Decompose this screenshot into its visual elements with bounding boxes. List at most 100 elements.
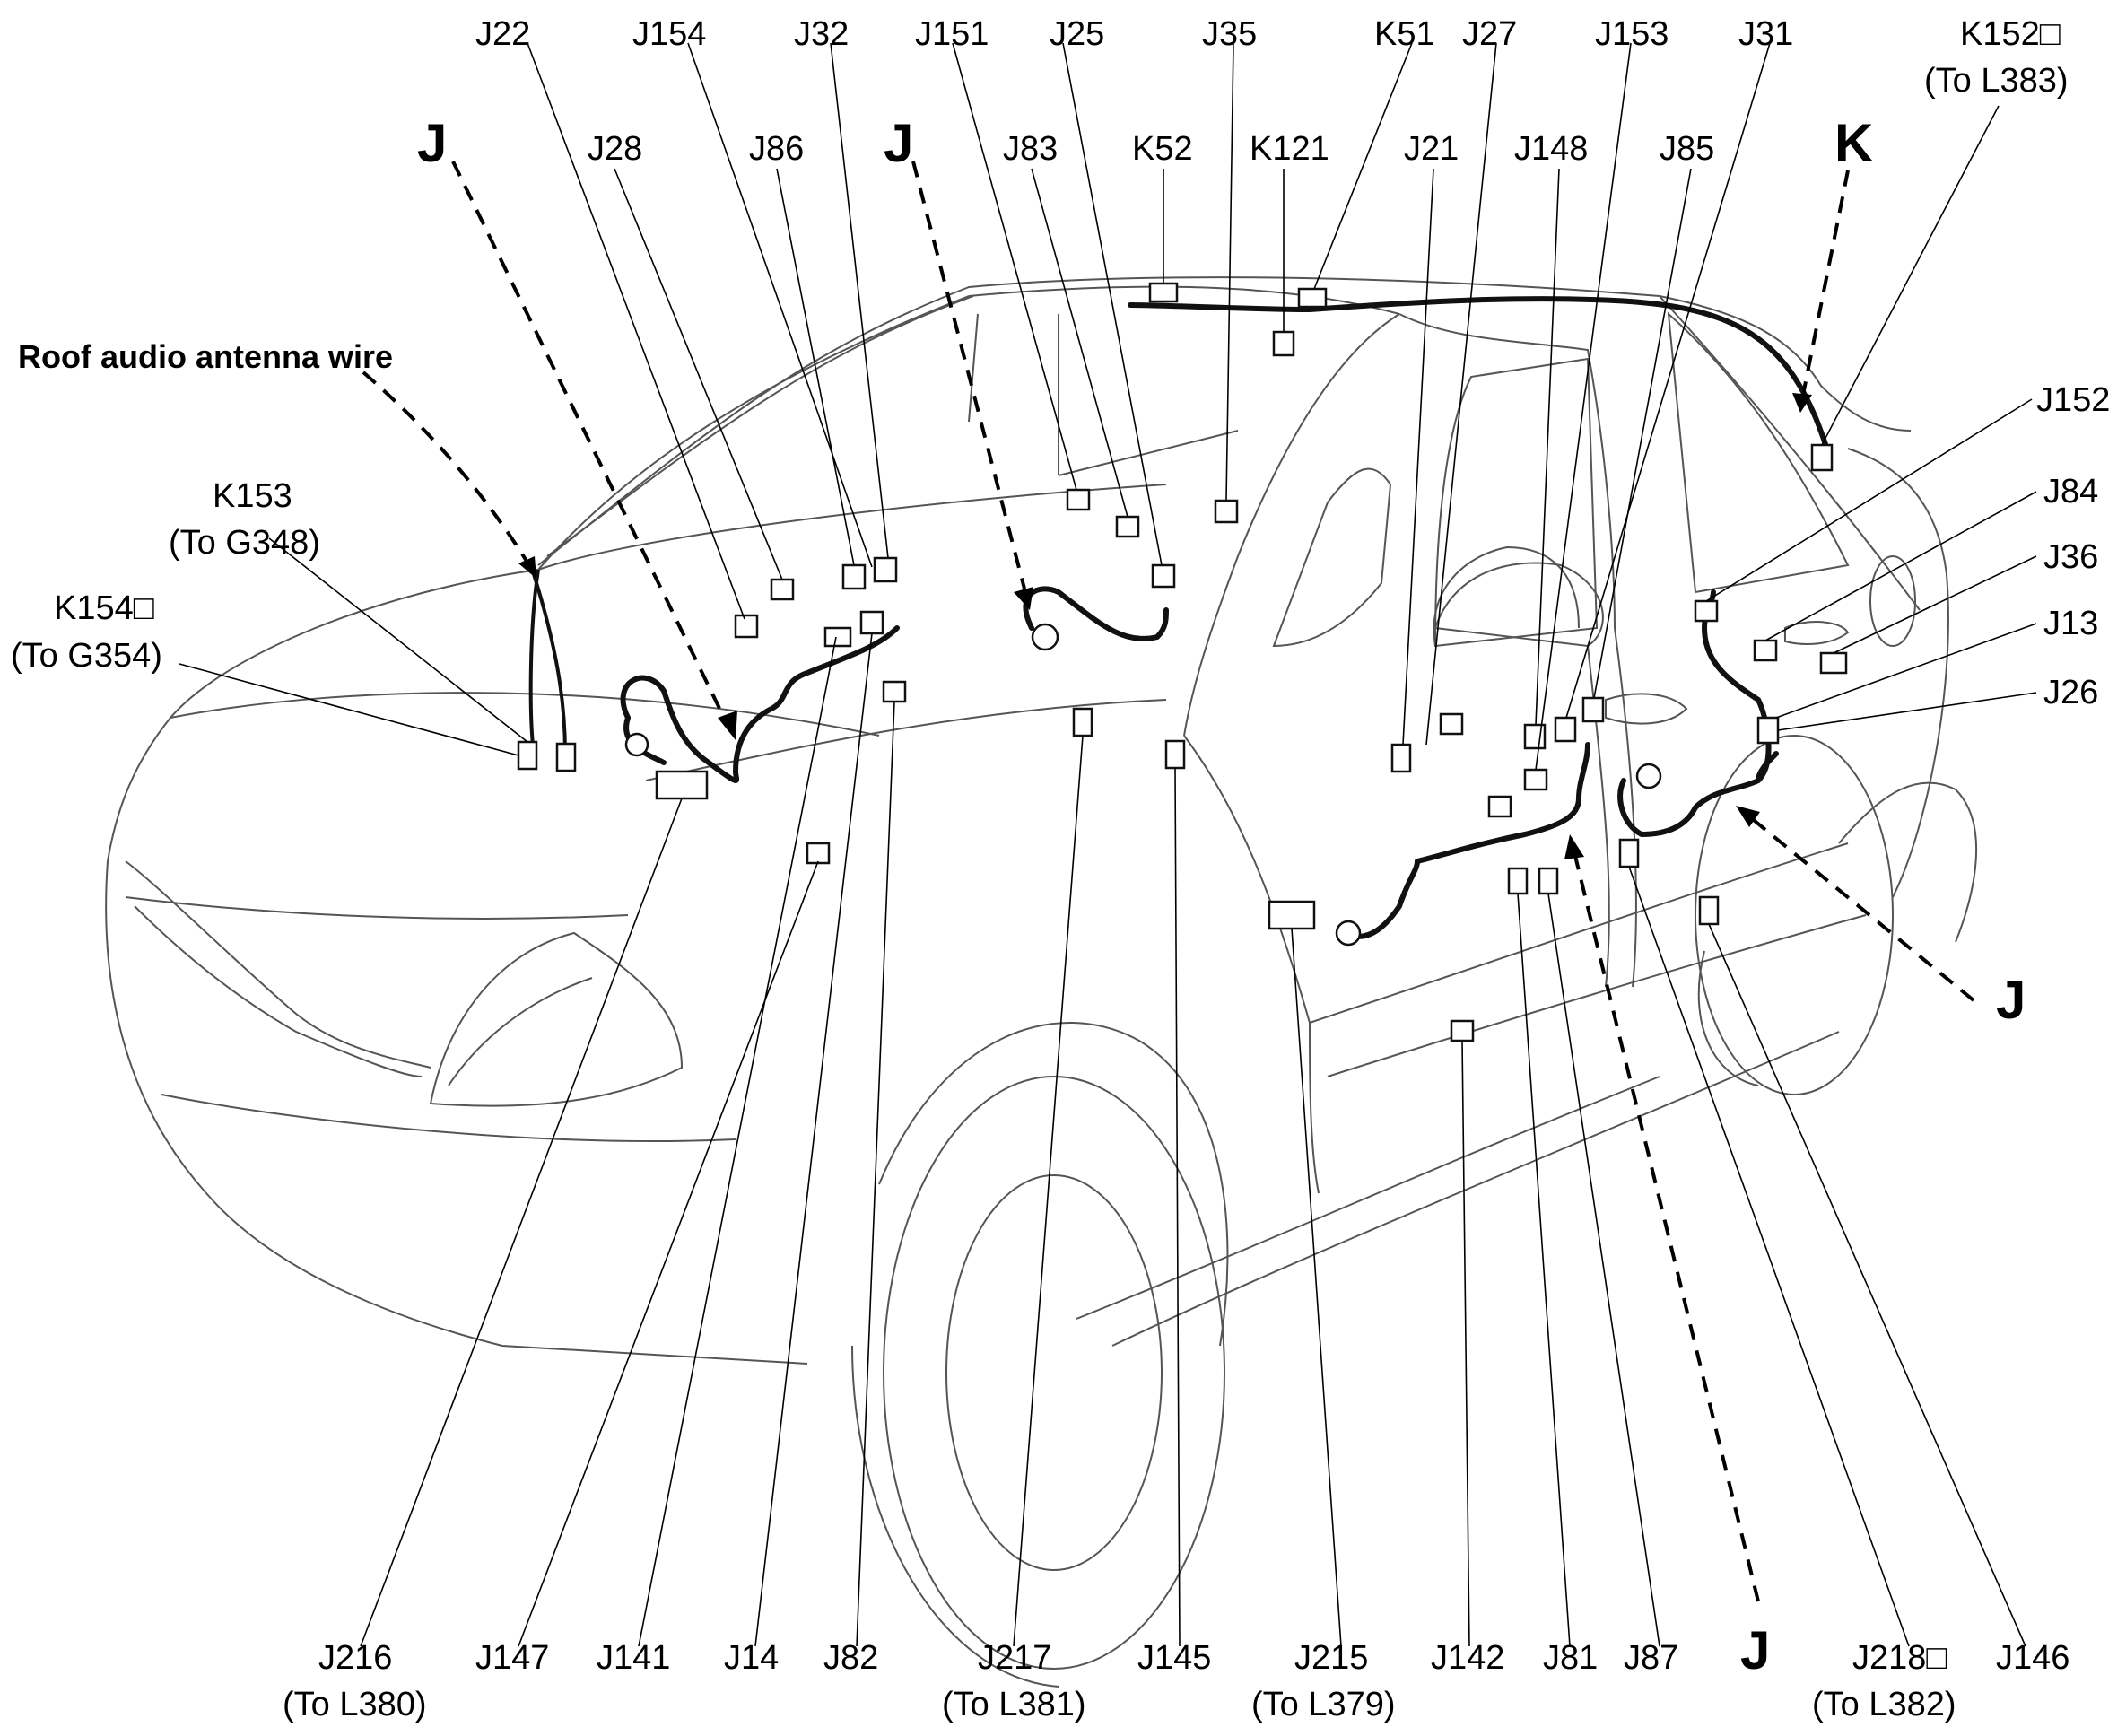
label-j142: J142: [1431, 1639, 1504, 1677]
connector-j21: [1390, 743, 1412, 773]
label-k153: K153: [213, 477, 292, 515]
label-k152: K152□: [1960, 15, 2061, 53]
connector-k51: [1297, 287, 1328, 309]
connector-j141: [823, 626, 852, 648]
roof-harness: [1128, 296, 1833, 460]
connector-j27: [1439, 712, 1464, 736]
label-j26: J26: [2043, 674, 2098, 711]
label-k154: K154□: [54, 589, 154, 627]
front-left-harness: [620, 625, 900, 783]
connector-j31: [1554, 716, 1577, 743]
view-marker-j-3: J: [1996, 970, 2026, 1030]
label-j81: J81: [1543, 1639, 1598, 1677]
label-j153: J153: [1595, 15, 1669, 53]
connector-j28: [770, 578, 795, 601]
connector-j35: [1214, 499, 1239, 524]
label-j146: J146: [1996, 1639, 2069, 1677]
connector-j147: [806, 842, 831, 865]
label-j215: J215: [1294, 1639, 1368, 1677]
label-j22: J22: [475, 15, 530, 53]
connector-j217: [1072, 707, 1093, 737]
label-k52: K52: [1132, 130, 1193, 168]
connector-k152: [1810, 443, 1834, 472]
connector-j32: [873, 556, 898, 583]
label-k152-sub: (To L383): [1924, 62, 2069, 100]
label-j14: J14: [724, 1639, 779, 1677]
connector-j145: [1164, 739, 1186, 770]
roof-antenna-wire: [528, 569, 540, 755]
connector-j151: [1066, 488, 1091, 511]
label-j216-sub: (To L380): [283, 1686, 427, 1723]
label-k51: K51: [1374, 15, 1435, 53]
connector-j152: [1694, 599, 1719, 623]
connector-j22: [734, 614, 759, 639]
connector-j83: [1115, 515, 1140, 538]
diagram-labels: Roof audio antenna wire J J K J J J22 J1…: [11, 15, 2110, 1723]
label-j27: J27: [1462, 15, 1517, 53]
connector-j82: [882, 680, 907, 703]
label-j152: J152: [2036, 381, 2110, 419]
connector-j216: [655, 770, 709, 800]
label-j86: J86: [749, 130, 804, 168]
label-k154-sub: (To G354): [11, 637, 162, 675]
connector-j36: [1819, 651, 1848, 675]
connector-j86: [841, 563, 867, 590]
connector-j87: [1538, 867, 1559, 895]
label-j218: J218□: [1852, 1639, 1947, 1677]
grommet-rear-door: [1635, 763, 1662, 789]
rear-harness: [1415, 742, 1590, 864]
connector-j84: [1753, 639, 1778, 662]
connector-j25: [1151, 563, 1176, 589]
grommet-rear: [1335, 920, 1362, 947]
connector-j81: [1507, 867, 1529, 895]
car-body-outline: [105, 276, 1978, 1688]
label-j87: J87: [1624, 1639, 1678, 1677]
connector-j215: [1268, 900, 1316, 930]
connector-j146: [1698, 895, 1720, 926]
label-k121: K121: [1250, 130, 1329, 168]
connector-j85: [1581, 696, 1605, 723]
grommet-front-center: [1031, 623, 1059, 651]
connector-k52: [1148, 282, 1179, 303]
grommet-front-left: [624, 732, 649, 757]
label-j147: J147: [475, 1639, 549, 1677]
view-arrows: [451, 161, 1975, 1602]
label-j151: J151: [915, 15, 989, 53]
view-marker-j-2: J: [884, 113, 913, 173]
connector-j153: [1523, 768, 1548, 791]
connector-k121: [1272, 330, 1295, 357]
connector-j142: [1487, 795, 1512, 818]
label-j217-sub: (To L381): [942, 1686, 1086, 1723]
label-j35: J35: [1202, 15, 1257, 53]
leader-lines: [179, 42, 2037, 1647]
label-j28: J28: [588, 130, 642, 168]
label-j25: J25: [1050, 15, 1104, 53]
label-j32: J32: [794, 15, 849, 53]
connector-j26: [1756, 716, 1780, 745]
connector-k154: [517, 740, 538, 771]
connector-shapes: [517, 282, 1848, 1042]
label-k153-sub: (To G348): [169, 524, 320, 562]
connector-k153: [555, 742, 577, 772]
label-j13: J13: [2043, 605, 2098, 642]
label-j154: J154: [632, 15, 706, 53]
connector-j14: [859, 610, 884, 635]
label-j145: J145: [1137, 1639, 1211, 1677]
label-j141: J141: [597, 1639, 670, 1677]
label-j218-sub: (To L382): [1812, 1686, 1956, 1723]
label-j36: J36: [2043, 538, 2098, 576]
label-j216: J216: [318, 1639, 392, 1677]
label-j82: J82: [823, 1639, 878, 1677]
label-j148: J148: [1514, 130, 1588, 168]
connector-j142-lower: [1450, 1019, 1475, 1042]
view-marker-j-1: J: [417, 113, 447, 173]
view-marker-j-4: J: [1740, 1620, 1770, 1680]
roof-antenna-wire-label: Roof audio antenna wire: [18, 338, 393, 375]
connector-j218: [1618, 838, 1640, 868]
label-j21: J21: [1404, 130, 1459, 168]
view-marker-k: K: [1834, 113, 1873, 173]
label-j215-sub: (To L379): [1251, 1686, 1396, 1723]
label-j85: J85: [1660, 130, 1714, 168]
label-j31: J31: [1738, 15, 1793, 53]
